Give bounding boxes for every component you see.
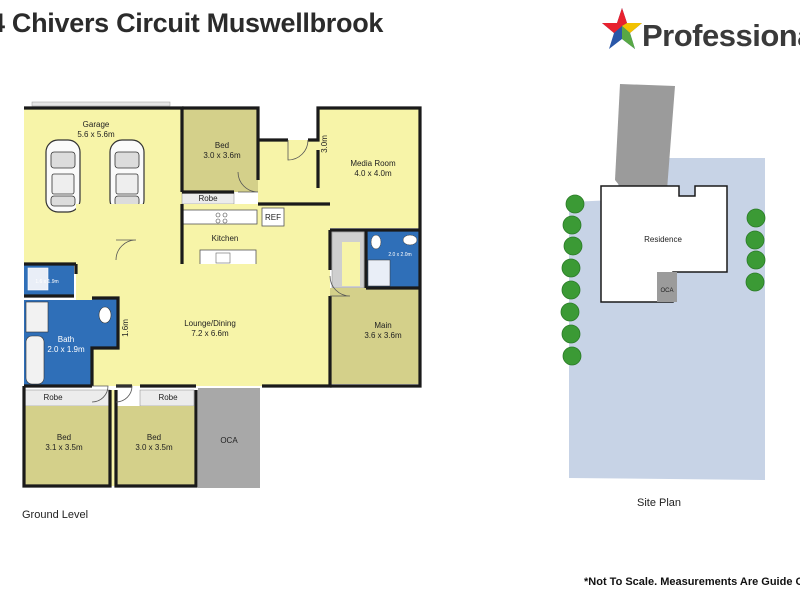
main-bedroom xyxy=(330,288,420,384)
robe-mid-label: Robe xyxy=(158,393,178,402)
hall-dim-label: 1.6m xyxy=(121,319,130,337)
bath-dims: 2.0 x 1.9m xyxy=(47,345,85,354)
bed-left-label: Bed xyxy=(57,433,71,442)
brand-logo: Professionals xyxy=(602,6,800,54)
media-dim-label: 3.0m xyxy=(320,135,329,153)
bed-left-room xyxy=(24,406,110,486)
bed-mid-label: Bed xyxy=(147,433,161,442)
floor-plan: Garage 5.6 x 5.6m Bed 3.0 x 3.6m Robe Me… xyxy=(22,101,422,488)
residence-outline xyxy=(600,185,728,303)
site-oca xyxy=(657,272,677,302)
media-dims: 4.0 x 4.0m xyxy=(354,169,392,178)
kitchen-label: Kitchen xyxy=(212,234,239,243)
laundry-dims: 1.6 x 1.9m xyxy=(35,279,58,285)
car-right-icon xyxy=(109,139,145,213)
lounge-dims: 7.2 x 6.6m xyxy=(191,329,229,338)
media-label: Media Room xyxy=(350,159,396,168)
bed-top-dims: 3.0 x 3.6m xyxy=(203,151,241,160)
lounge-label: Lounge/Dining xyxy=(184,319,236,328)
site-plan-caption: Site Plan xyxy=(637,497,682,509)
garage-label: Garage xyxy=(83,120,110,129)
door-swings xyxy=(91,139,351,403)
robe-left xyxy=(23,389,111,407)
bed-mid-room xyxy=(116,406,196,486)
oca-label: OCA xyxy=(220,436,238,445)
residence-label: Residence xyxy=(644,235,682,244)
tree-icons xyxy=(560,194,766,366)
main-label: Main xyxy=(374,321,391,330)
fridge-space xyxy=(261,207,285,227)
page-title: 4 Chivers Circuit Muswellbrook xyxy=(0,8,384,38)
bed-top-label: Bed xyxy=(215,141,229,150)
garage-dims: 5.6 x 5.6m xyxy=(77,130,115,139)
site-plan: Residence OCA xyxy=(560,84,766,480)
floor-plan-walls xyxy=(22,106,422,488)
media-room xyxy=(318,108,420,228)
brand-name: Professionals xyxy=(642,18,800,53)
robe-top-label: Robe xyxy=(198,194,218,203)
site-oca-label: OCA xyxy=(660,288,673,294)
driveway xyxy=(615,84,675,190)
bed-top-room xyxy=(182,108,258,192)
oca-area xyxy=(198,388,260,488)
floor-plan-caption: Ground Level xyxy=(22,509,89,521)
ensuite-dims: 2.0 x 2.0m xyxy=(388,252,411,258)
scale-disclaimer: *Not To Scale. Measurements Are Guide On… xyxy=(584,576,800,588)
bath-label: Bath xyxy=(58,335,74,344)
car-left-icon xyxy=(45,139,81,213)
main-dims: 3.6 x 3.6m xyxy=(364,331,402,340)
bed-mid-dims: 3.0 x 3.5m xyxy=(135,443,173,452)
star-logo-icon xyxy=(602,8,642,49)
ref-label: REF xyxy=(265,213,281,222)
bed-left-dims: 3.1 x 3.5m xyxy=(45,443,83,452)
robe-left-label: Robe xyxy=(43,393,63,402)
